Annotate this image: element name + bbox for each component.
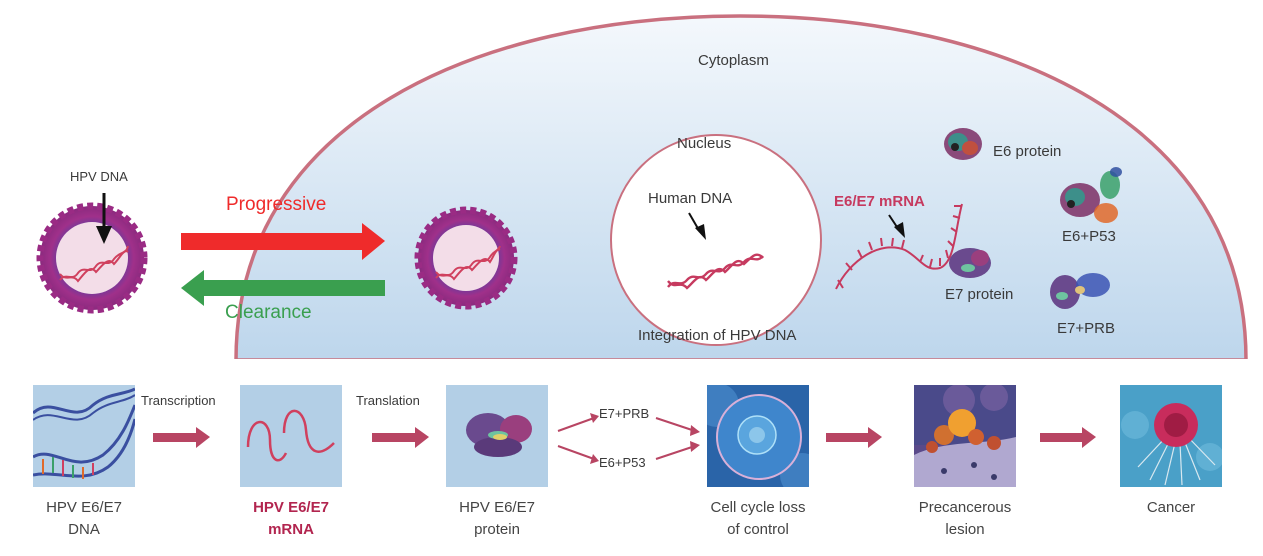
e7-prb-complex-icon bbox=[1050, 273, 1110, 309]
cancer-cell-icon bbox=[1121, 403, 1222, 486]
human-dna-helix-icon bbox=[667, 253, 764, 290]
hpv-virus-icon bbox=[36, 202, 148, 314]
translation-arrow bbox=[372, 427, 429, 448]
cytoplasm-label: Cytoplasm bbox=[698, 52, 769, 69]
hpv-dna-label: HPV DNA bbox=[70, 169, 128, 184]
step-caption-cancer: Cancer bbox=[1146, 499, 1196, 516]
flow-arrow bbox=[1040, 427, 1096, 448]
mrna-label: E6/E7 mRNA bbox=[834, 193, 925, 210]
arrow-pointer-icon bbox=[888, 214, 905, 238]
cancer-tile bbox=[1120, 385, 1222, 487]
flow-arrow bbox=[826, 427, 882, 448]
lesion-icon bbox=[914, 385, 1016, 487]
nucleus bbox=[610, 134, 822, 346]
dna-tile bbox=[33, 385, 135, 487]
nucleus-label: Nucleus bbox=[677, 135, 732, 152]
e7-prb-label: E7+PRB bbox=[1057, 320, 1115, 337]
mrna-wave-icon bbox=[246, 409, 335, 462]
step-caption-cell-cycle: Cell cycle loss of control bbox=[710, 499, 806, 538]
cell-cycle-tile bbox=[707, 385, 809, 487]
translation-label: Translation bbox=[356, 393, 420, 408]
mrna-strand-icon bbox=[835, 203, 963, 290]
e7-protein-icon bbox=[949, 248, 991, 278]
branch-arrows bbox=[557, 413, 700, 464]
transcription-label: Transcription bbox=[141, 393, 216, 408]
precancerous-tile bbox=[914, 385, 1016, 487]
cell-icon bbox=[707, 385, 809, 487]
e7-protein-label: E7 protein bbox=[945, 286, 1014, 303]
dna-double-helix-icon bbox=[33, 387, 135, 479]
protein-structure-icon bbox=[466, 413, 532, 457]
e6-protein-icon bbox=[944, 128, 982, 160]
e6-p53-complex-icon bbox=[1060, 167, 1122, 223]
step-caption-dna: HPV E6/E7 DNA bbox=[46, 499, 122, 538]
e6-p53-label: E6+P53 bbox=[1062, 228, 1116, 245]
arrow-pointer-icon bbox=[688, 212, 706, 240]
progressive-label: Progressive bbox=[226, 194, 327, 215]
human-dna-label: Human DNA bbox=[648, 190, 733, 207]
protein-tile bbox=[446, 385, 548, 487]
progressive-arrow bbox=[181, 223, 385, 260]
step-caption-precancerous: Precancerous lesion bbox=[918, 499, 1012, 538]
branch-bottom-label: E6+P53 bbox=[599, 455, 646, 470]
clearance-label: Clearance bbox=[225, 302, 312, 323]
arrow-pointer-icon bbox=[96, 193, 112, 244]
integration-label: Integration of HPV DNA bbox=[638, 327, 797, 344]
mrna-tile bbox=[240, 385, 342, 487]
hpv-virus-integrated-icon bbox=[414, 206, 518, 310]
step-caption-mrna: HPV E6/E7 mRNA bbox=[253, 499, 329, 538]
clearance-arrow bbox=[181, 270, 385, 306]
transcription-arrow bbox=[153, 427, 210, 448]
branch-top-label: E7+PRB bbox=[599, 406, 650, 421]
step-caption-protein: HPV E6/E7 protein bbox=[459, 499, 535, 538]
e6-protein-label: E6 protein bbox=[993, 143, 1062, 160]
